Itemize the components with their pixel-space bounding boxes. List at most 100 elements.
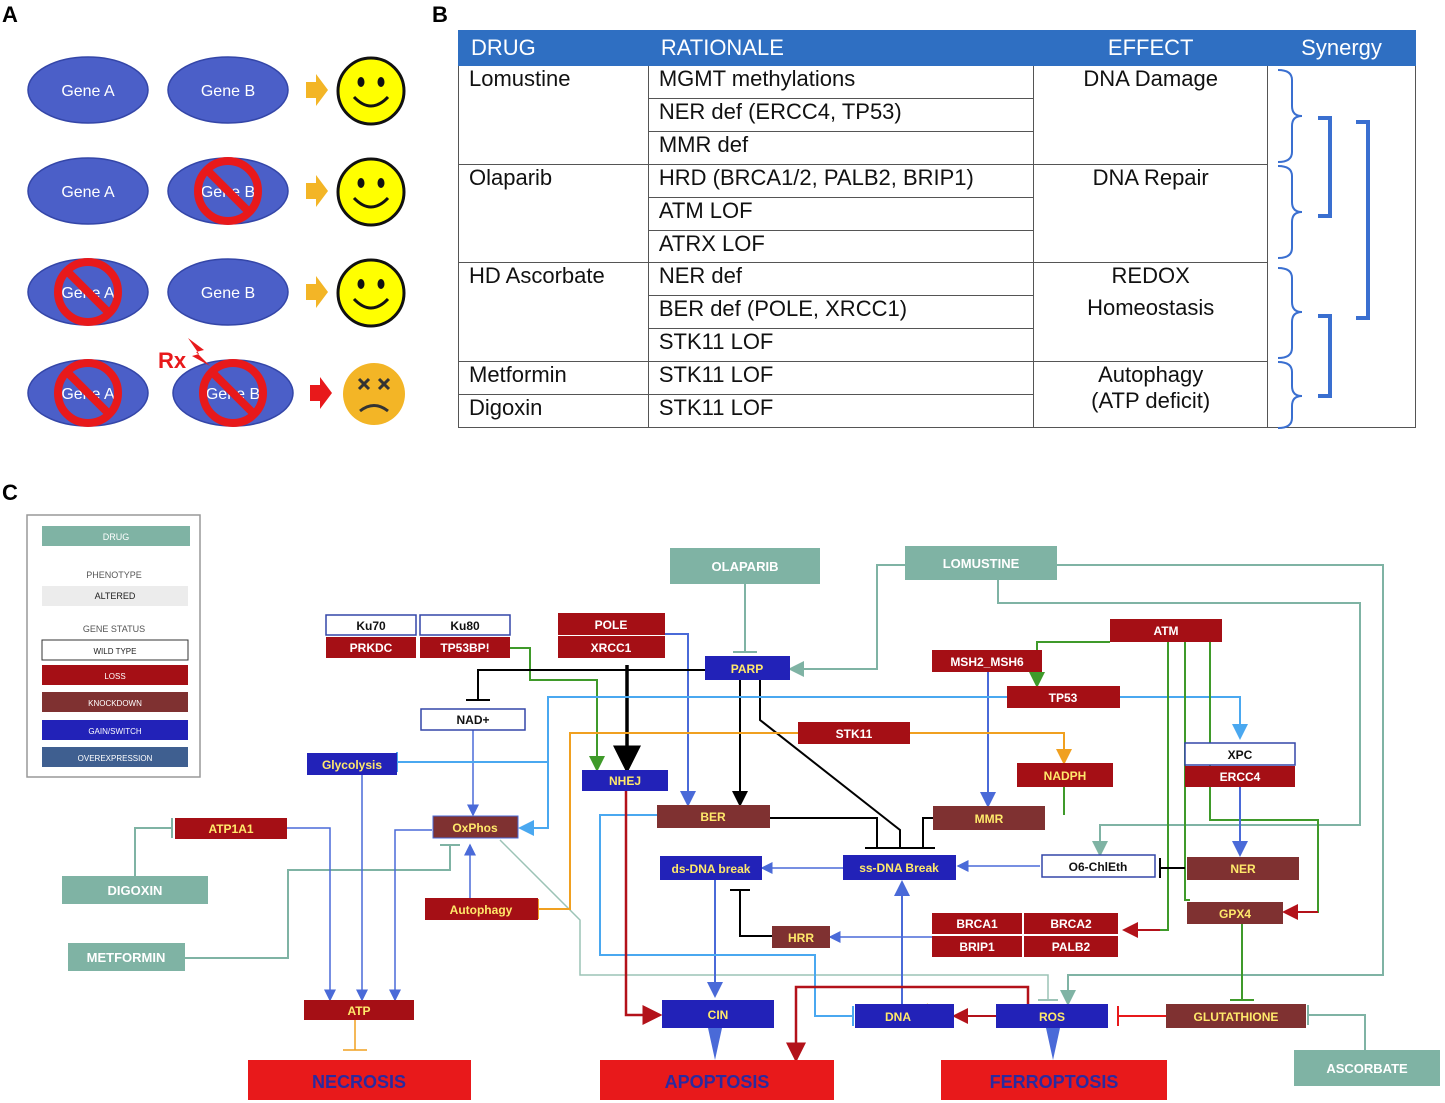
drug-cell: Digoxin bbox=[458, 394, 649, 428]
effect-cell: DNA Repair bbox=[1033, 163, 1269, 264]
arrow-icon bbox=[310, 377, 332, 409]
rationale-cell: MGMT methylations bbox=[647, 65, 1035, 99]
rationale-cell: STK11 LOF bbox=[647, 394, 1035, 428]
svg-text:Glycolysis: Glycolysis bbox=[322, 758, 382, 772]
legend-gain: GAIN/SWITCH bbox=[88, 727, 142, 736]
svg-text:GLUTATHIONE: GLUTATHIONE bbox=[1194, 1010, 1279, 1024]
legend-wild-type: WILD TYPE bbox=[94, 647, 137, 656]
svg-text:CIN: CIN bbox=[708, 1008, 729, 1022]
effect-line: Autophagy bbox=[1098, 362, 1204, 388]
rationale-cell: HRD (BRCA1/2, PALB2, BRIP1) bbox=[647, 163, 1035, 198]
node-nadph: NADPH bbox=[1017, 763, 1113, 787]
node-msh2-msh6: MSH2_MSH6 bbox=[932, 650, 1042, 672]
legend-altered: ALTERED bbox=[95, 591, 136, 601]
svg-text:BRCA2: BRCA2 bbox=[1050, 917, 1092, 931]
svg-text:BRIP1: BRIP1 bbox=[959, 940, 995, 954]
panel-a-synthetic-lethality: Gene A Gene B Gene A Gene B Gene A Gene … bbox=[27, 56, 406, 440]
node-tp53bp1: TP53BP! bbox=[420, 637, 510, 658]
svg-text:Ku80: Ku80 bbox=[450, 619, 480, 633]
node-ros: ROS bbox=[996, 1004, 1108, 1028]
svg-text:DNA: DNA bbox=[885, 1010, 911, 1024]
rx-label: Rx bbox=[158, 348, 187, 373]
table-row: MMR def bbox=[459, 130, 1416, 165]
drug-cell: Lomustine bbox=[458, 65, 649, 165]
drug-ascorbate: ASCORBATE bbox=[1294, 1050, 1440, 1086]
node-nad: NAD+ bbox=[420, 708, 526, 731]
drug-rationale-table: DRUG RATIONALE EFFECT Synergy Lomustine … bbox=[458, 30, 1416, 429]
node-ds-dna-break: ds-DNA break bbox=[660, 856, 762, 880]
phenotype-necrosis: NECROSIS bbox=[248, 1060, 471, 1100]
svg-text:BRCA1: BRCA1 bbox=[956, 917, 998, 931]
svg-text:XPC: XPC bbox=[1228, 748, 1253, 762]
rationale-cell: ATRX LOF bbox=[647, 229, 1035, 264]
rationale-cell: STK11 LOF bbox=[647, 361, 1035, 396]
svg-text:BER: BER bbox=[700, 810, 726, 824]
node-atp1a1: ATP1A1 bbox=[175, 818, 287, 839]
drug-digoxin: DIGOXIN bbox=[62, 876, 208, 904]
rationale-cell: STK11 LOF bbox=[647, 328, 1035, 363]
sad-face-icon bbox=[343, 363, 405, 425]
node-xpc: XPC bbox=[1184, 742, 1296, 766]
table-row: Digoxin STK11 LOF bbox=[458, 394, 1416, 428]
svg-text:OLAPARIB: OLAPARIB bbox=[712, 559, 779, 574]
legend-overexpression: OVEREXPRESSION bbox=[78, 754, 153, 763]
effect-line: REDOX bbox=[1111, 263, 1190, 289]
node-ercc4: ERCC4 bbox=[1185, 766, 1295, 787]
gene-b-label: Gene B bbox=[201, 285, 255, 302]
legend-loss: LOSS bbox=[104, 672, 125, 681]
drug-olaparib: OLAPARIB bbox=[670, 548, 820, 584]
node-ku70: Ku70 bbox=[325, 614, 417, 636]
svg-text:ROS: ROS bbox=[1039, 1010, 1065, 1024]
svg-text:STK11: STK11 bbox=[836, 727, 873, 741]
rationale-cell: NER def (ERCC4, TP53) bbox=[647, 97, 1035, 132]
node-autophagy: Autophagy bbox=[425, 898, 538, 920]
node-ber: BER bbox=[657, 805, 770, 828]
node-brca1: BRCA1 bbox=[932, 913, 1022, 934]
drug-cell: Olaparib bbox=[458, 163, 649, 264]
svg-text:APOPTOSIS: APOPTOSIS bbox=[665, 1072, 770, 1092]
pathway-edges bbox=[134, 564, 1384, 1063]
legend-phenotype-title: PHENOTYPE bbox=[86, 570, 142, 580]
node-brca2: BRCA2 bbox=[1024, 913, 1118, 934]
table-row: NER def (ERCC4, TP53) bbox=[459, 97, 1416, 132]
svg-text:ASCORBATE: ASCORBATE bbox=[1326, 1061, 1408, 1076]
node-atp: ATP bbox=[304, 1000, 414, 1020]
lightning-icon bbox=[188, 338, 210, 366]
svg-text:NAD+: NAD+ bbox=[456, 713, 489, 727]
node-hrr: HRR bbox=[772, 926, 830, 948]
svg-text:DIGOXIN: DIGOXIN bbox=[108, 883, 163, 898]
legend-gene-status-title: GENE STATUS bbox=[83, 624, 145, 634]
node-atm: ATM bbox=[1110, 619, 1222, 642]
synergy-cell bbox=[1267, 65, 1416, 429]
node-glutathione: GLUTATHIONE bbox=[1166, 1004, 1306, 1028]
header-drug: DRUG bbox=[458, 30, 649, 66]
panel-c-letter: C bbox=[2, 480, 18, 505]
panel-a-letter: A bbox=[2, 2, 18, 27]
node-xrcc1: XRCC1 bbox=[558, 636, 665, 658]
node-tp53: TP53 bbox=[1007, 686, 1120, 708]
panel-a-row-3: Gene A Gene B bbox=[27, 258, 406, 328]
svg-text:ss-DNA Break: ss-DNA Break bbox=[859, 861, 939, 875]
node-oxphos: OxPhos bbox=[432, 815, 519, 839]
synergy-braces bbox=[1278, 69, 1371, 429]
svg-text:ATP: ATP bbox=[347, 1004, 370, 1018]
svg-text:OxPhos: OxPhos bbox=[452, 821, 498, 835]
svg-text:HRR: HRR bbox=[788, 931, 814, 945]
svg-text:MMR: MMR bbox=[975, 812, 1004, 826]
legend-drug: DRUG bbox=[103, 532, 130, 542]
node-cin: CIN bbox=[662, 1000, 774, 1028]
table-header-row: DRUG RATIONALE EFFECT Synergy bbox=[458, 30, 1416, 66]
svg-text:METFORMIN: METFORMIN bbox=[87, 950, 166, 965]
happy-face-icon bbox=[336, 258, 406, 328]
node-parp: PARP bbox=[705, 656, 790, 680]
legend: DRUG PHENOTYPE ALTERED GENE STATUS WILD … bbox=[26, 514, 201, 778]
table-row: ATM LOF bbox=[459, 196, 1416, 231]
drug-cell: HD Ascorbate bbox=[458, 262, 649, 363]
svg-text:FERROPTOSIS: FERROPTOSIS bbox=[990, 1072, 1119, 1092]
node-stk11: STK11 bbox=[798, 722, 910, 744]
svg-text:TP53BP!: TP53BP! bbox=[440, 641, 489, 655]
effect-cell: REDOX Homeostasis bbox=[1033, 262, 1269, 363]
svg-text:ds-DNA break: ds-DNA break bbox=[672, 862, 751, 876]
header-synergy: Synergy bbox=[1267, 30, 1416, 66]
svg-text:POLE: POLE bbox=[595, 618, 628, 632]
